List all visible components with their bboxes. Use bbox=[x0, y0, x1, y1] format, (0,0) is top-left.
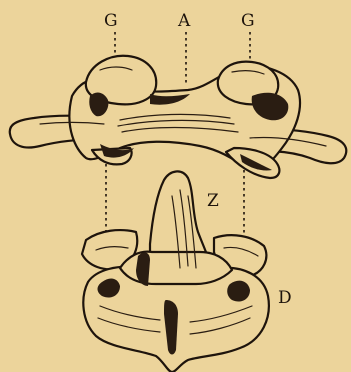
vertebra-top-view bbox=[10, 56, 347, 178]
label-z: Z bbox=[207, 191, 219, 211]
label-d: D bbox=[278, 288, 292, 308]
vertebra-front-view bbox=[82, 171, 269, 372]
shadow-right-foramen bbox=[227, 281, 250, 302]
label-a: A bbox=[177, 11, 191, 31]
label-g-left: G bbox=[104, 11, 118, 31]
label-g-right: G bbox=[241, 11, 255, 31]
